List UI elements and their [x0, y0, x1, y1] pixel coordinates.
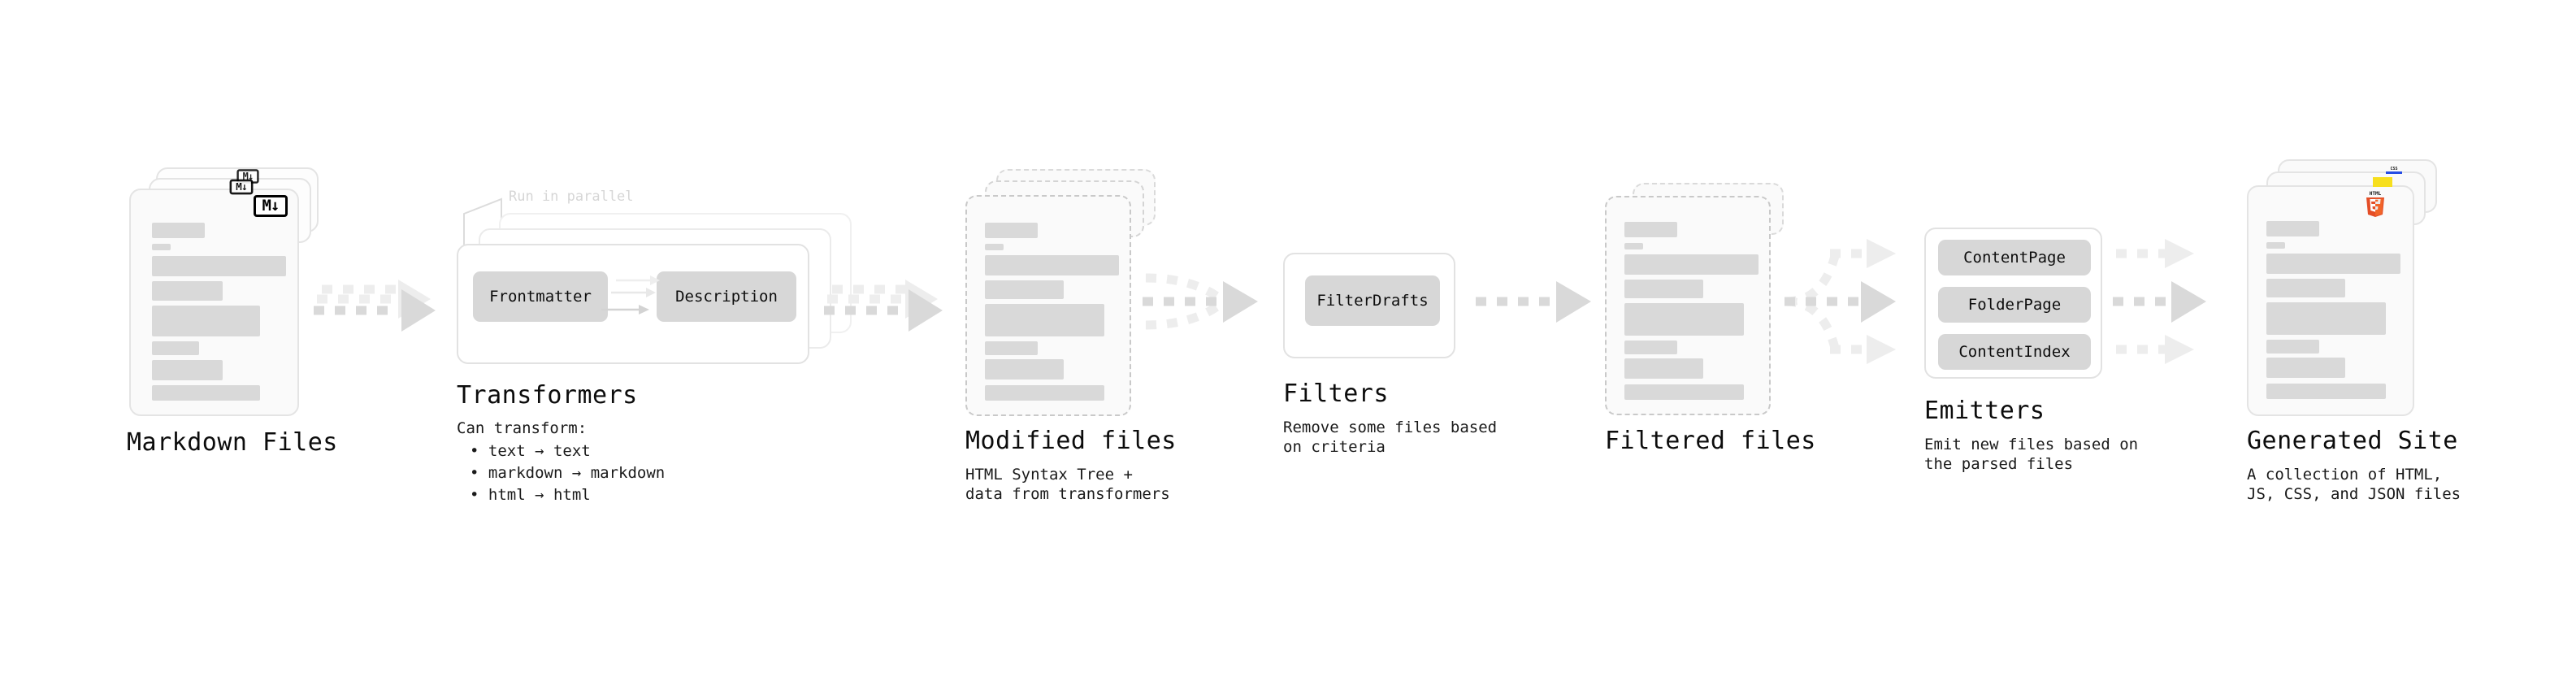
- skeleton-bar: [2266, 358, 2345, 378]
- markdown-files-title: Markdown Files: [127, 428, 338, 457]
- skeleton-bar: [985, 359, 1064, 380]
- css3-icon: CSS: [2386, 167, 2402, 174]
- skeleton-bar: [152, 341, 199, 355]
- skeleton-bar: [985, 341, 1038, 355]
- skeleton-bar: [2266, 254, 2400, 274]
- modified-file-card-front: [965, 195, 1131, 416]
- html5-icon: HTML: [2366, 191, 2384, 217]
- skeleton-bar: [2266, 384, 2386, 399]
- emitter-chip-contentpage: ContentPage: [1938, 240, 2091, 275]
- emitters-title: Emitters: [1924, 397, 2045, 425]
- skeleton-bar: [1624, 303, 1744, 336]
- skeleton-bar: [2266, 340, 2319, 354]
- skeleton-bar: [2266, 302, 2386, 335]
- transformers-title: Transformers: [457, 381, 638, 410]
- skeleton-bar: [152, 256, 286, 276]
- skeleton-bar: [1624, 243, 1643, 249]
- skeleton-bar: [152, 360, 223, 380]
- transformers-bullet-2: • html → html: [470, 486, 591, 504]
- emitters-subtitle-line1: Emit new files based on: [1924, 436, 2139, 453]
- modified-files-title: Modified files: [965, 427, 1177, 455]
- run-in-parallel-label: Run in parallel: [509, 189, 634, 205]
- javascript-icon: [2373, 177, 2392, 187]
- skeleton-bar: [152, 244, 171, 250]
- skeleton-bar: [1624, 254, 1759, 275]
- transformer-chip-description: Description: [657, 271, 796, 322]
- modified-files-subtitle-line1: HTML Syntax Tree +: [965, 466, 1133, 484]
- skeleton-bar: [985, 385, 1104, 401]
- filters-title: Filters: [1283, 380, 1389, 408]
- skeleton-bar: [1624, 358, 1703, 379]
- filtered-file-card-front: [1605, 196, 1771, 415]
- transformer-panel-front: Frontmatter Description: [457, 244, 809, 364]
- transformers-bullet-0: • text → text: [470, 442, 591, 460]
- skeleton-bar: [1624, 384, 1744, 400]
- skeleton-bar: [152, 385, 260, 401]
- emitters-subtitle-line2: the parsed files: [1924, 455, 2074, 473]
- skeleton-bar: [985, 280, 1064, 299]
- skeleton-bar: [985, 255, 1119, 275]
- filters-panel: FilterDrafts: [1283, 253, 1455, 358]
- filters-subtitle-line2: on criteria: [1283, 438, 1386, 456]
- skeleton-bar: [1624, 280, 1703, 298]
- emitters-panel: ContentPage FolderPage ContentIndex: [1924, 228, 2102, 379]
- modified-files-subtitle-line2: data from transformers: [965, 485, 1170, 503]
- markdown-icon: M↓: [254, 195, 288, 217]
- transformers-bullet-1: • markdown → markdown: [470, 464, 666, 482]
- skeleton-bar: [985, 304, 1104, 336]
- skeleton-bar: [152, 223, 205, 238]
- generated-site-subtitle-line1: A collection of HTML,: [2247, 466, 2443, 484]
- emitter-chip-folderpage: FolderPage: [1938, 287, 2091, 323]
- skeleton-bar: [2266, 242, 2285, 249]
- skeleton-bar: [2266, 221, 2319, 236]
- markdown-icon: M↓: [229, 179, 254, 195]
- skeleton-bar: [985, 223, 1038, 238]
- filter-chip-filterdrafts: FilterDrafts: [1305, 275, 1440, 326]
- transformer-chip-frontmatter: Frontmatter: [473, 271, 608, 322]
- emitter-chip-contentindex: ContentIndex: [1938, 334, 2091, 370]
- svg-text:HTML: HTML: [2370, 191, 2382, 197]
- skeleton-bar: [985, 244, 1004, 250]
- skeleton-bar: [1624, 222, 1677, 237]
- filters-subtitle-line1: Remove some files based: [1283, 419, 1498, 436]
- transformers-subtitle-line1: Can transform:: [457, 419, 588, 437]
- filtered-files-title: Filtered files: [1605, 427, 1816, 455]
- generated-site-subtitle-line2: JS, CSS, and JSON files: [2247, 485, 2461, 503]
- generated-file-card-html: [2247, 185, 2414, 416]
- skeleton-bar: [1624, 340, 1677, 354]
- svg-text:CSS: CSS: [2390, 167, 2397, 171]
- skeleton-bar: [152, 281, 223, 301]
- skeleton-bar: [152, 306, 260, 336]
- skeleton-bar: [2266, 279, 2345, 297]
- markdown-file-card-front: [129, 189, 299, 416]
- generated-site-title: Generated Site: [2247, 427, 2458, 455]
